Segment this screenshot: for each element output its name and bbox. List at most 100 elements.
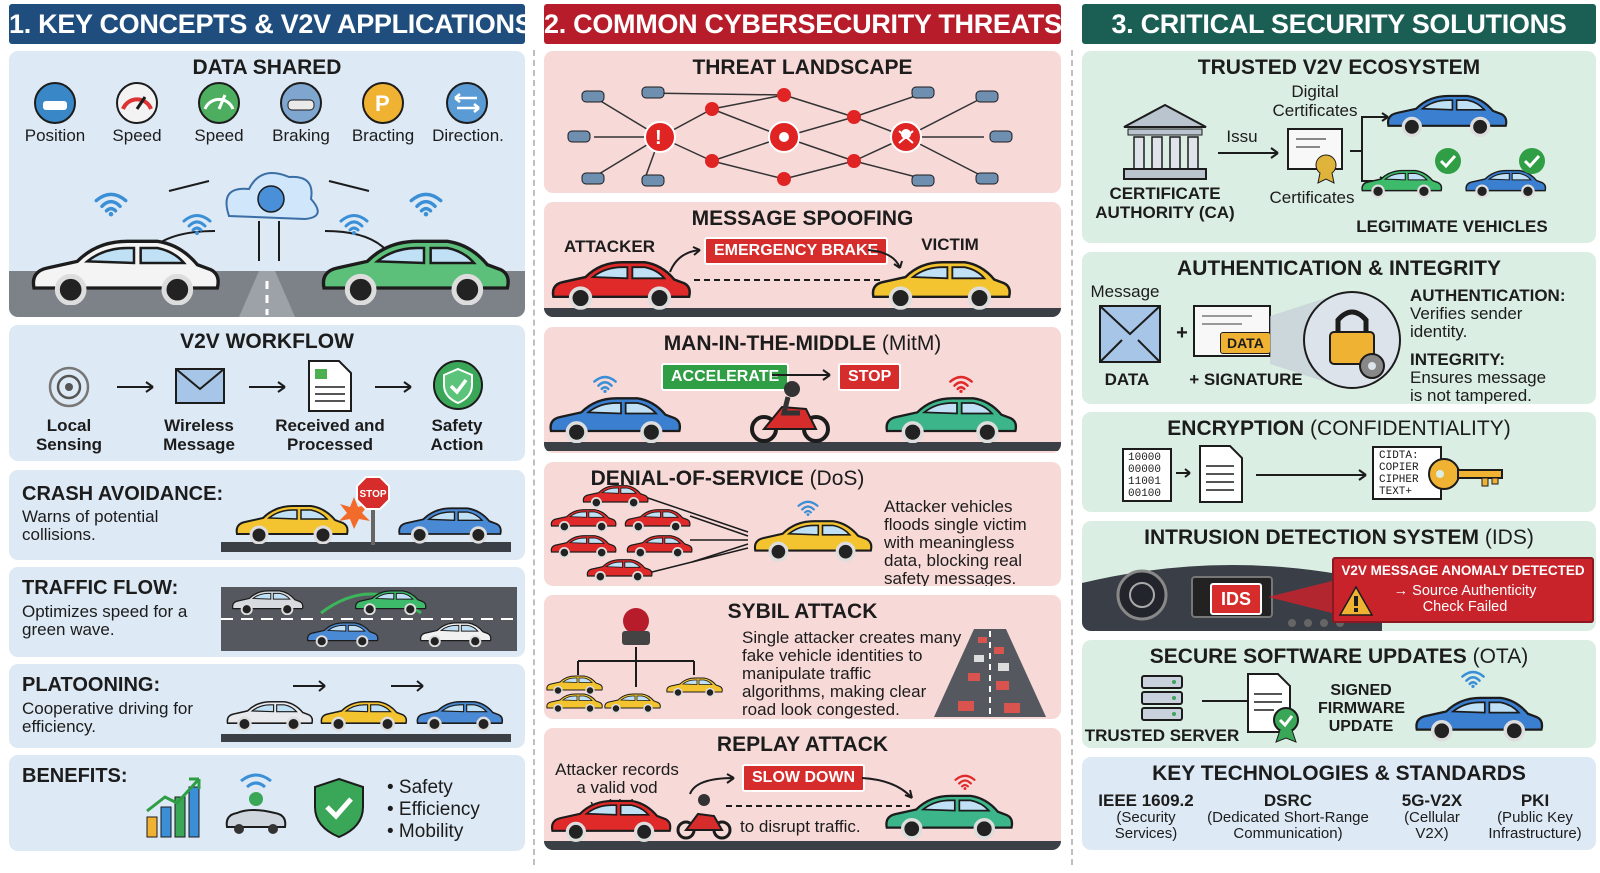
platoon-desc: Cooperative driving for <box>22 699 194 718</box>
tech-desc: (Cellular <box>1404 809 1460 826</box>
data-label-speed: Speed <box>112 126 162 145</box>
road <box>544 442 1061 451</box>
integrity-desc: is not tampered. <box>1410 386 1532 405</box>
traffic-desc: green wave. <box>22 620 115 639</box>
wifi-signal-icon <box>94 191 128 217</box>
data-label-braking: Braking <box>272 126 330 145</box>
data-label-bracting: Bracting <box>351 126 415 145</box>
fake-car <box>602 691 662 713</box>
ids-screen: IDS <box>1210 583 1263 615</box>
ca-label: CERTIFICATE <box>1109 184 1221 203</box>
tech-name: DSRC <box>1263 791 1313 810</box>
alert-detail: → Source Authenticity <box>1393 583 1537 599</box>
blue-car <box>394 502 504 544</box>
panel-title: CRASH AVOIDANCE: <box>22 483 224 505</box>
dos-desc: safety messages. <box>884 569 1017 587</box>
document-icon <box>308 360 352 412</box>
wifi-signal-icon <box>339 213 369 235</box>
blue-car <box>304 619 380 647</box>
attacker-car <box>546 254 694 310</box>
shield-check-icon <box>314 777 364 839</box>
spoof-arrows <box>669 246 903 281</box>
panel-title: AUTHENTICATION & INTEGRITY <box>1177 257 1501 280</box>
green-car <box>880 391 1020 443</box>
arrow-icon <box>1256 469 1367 481</box>
sybil-hacker-diagram <box>577 608 695 687</box>
panel-title: TRAFFIC FLOW: <box>22 577 179 599</box>
signature-label: + SIGNATURE <box>1189 370 1303 389</box>
yellow-car <box>231 500 351 544</box>
wifi-signal-icon <box>796 500 820 516</box>
svg-text:!: ! <box>655 127 662 149</box>
panel-threat-landscape: THREAT LANDSCAPE ! <box>544 51 1061 193</box>
sybil-desc: manipulate traffic <box>742 664 872 683</box>
sybil-desc: algorithms, making clear <box>742 682 927 701</box>
connected-car-icon <box>225 773 287 834</box>
digital-certs-label: Certificates <box>1272 101 1358 120</box>
arrow-icon <box>772 369 831 381</box>
document-icon <box>1199 445 1243 503</box>
dos-desc: data, blocking real <box>884 551 1022 570</box>
attacker-car <box>580 482 650 508</box>
attacker-car <box>548 532 618 558</box>
slow-down-badge: SLOW DOWN <box>742 764 866 792</box>
white-car <box>223 696 315 732</box>
benefit-item: • Mobility <box>387 821 464 842</box>
auth-desc: Verifies sender <box>1410 304 1523 323</box>
motorcycle-icon <box>676 794 732 840</box>
arrow-icon <box>375 381 412 393</box>
tech-desc: Infrastructure) <box>1488 825 1582 842</box>
issu-label: Issu <box>1226 127 1258 146</box>
traffic-desc: Optimizes speed for a <box>22 602 188 621</box>
road <box>544 841 1061 850</box>
victim-label: VICTIM <box>921 235 979 254</box>
signed-firmware-icon <box>1247 673 1299 743</box>
tech-desc: V2X) <box>1415 825 1449 842</box>
parking-icon: P <box>362 82 404 124</box>
panel-man-in-the-middle: MAN-IN-THE-MIDDLE (MitM) ACCELERATE STOP <box>544 327 1061 453</box>
blue-car <box>413 696 505 732</box>
white-car <box>417 619 493 647</box>
signed-label: SIGNED <box>1330 682 1392 699</box>
legit-green-car <box>1358 165 1444 199</box>
panel-key-technologies: KEY TECHNOLOGIES & STANDARDS IEEE 1609.2… <box>1082 757 1596 850</box>
panel-title: BENEFITS: <box>22 765 128 787</box>
growth-chart-icon <box>146 777 201 838</box>
wifi-signal-icon <box>1460 670 1486 688</box>
legit-blue-car <box>1382 89 1510 137</box>
replay-bottom-text: to disrupt traffic. <box>740 817 861 836</box>
wifi-signal-icon <box>409 191 443 217</box>
legit-vehicles-label: LEGITIMATE VEHICLES <box>1356 217 1548 236</box>
column-header-concepts: 1. KEY CONCEPTS & V2V APPLICATIONS <box>9 4 525 44</box>
panel-message-spoofing: MESSAGE SPOOFING ATTACKER VICTIM EMERGEN… <box>544 202 1061 317</box>
arrow-icon <box>117 381 154 393</box>
sensing-icon <box>48 366 90 408</box>
sybil-desc: Single attacker creates many <box>742 628 962 647</box>
panel-title: TRUSTED V2V ECOSYSTEM <box>1197 56 1481 79</box>
tech-name: IEEE 1609.2 <box>1098 791 1194 810</box>
wifi-signal-icon <box>954 774 976 790</box>
attacker-car <box>548 506 618 532</box>
integrity-title: INTEGRITY: <box>1410 350 1506 369</box>
auth-title: AUTHENTICATION: <box>1410 286 1566 305</box>
stop-sign-text: STOP <box>359 489 387 500</box>
data-tag: DATA <box>1220 332 1271 354</box>
padlock-magnifier-icon <box>1270 291 1401 389</box>
panel-title: PLATOONING: <box>22 674 161 696</box>
green-car <box>880 788 1016 840</box>
tech-name: 5G-V2X <box>1401 791 1463 810</box>
panel-title: SECURE SOFTWARE UPDATES (OTA) <box>1149 645 1529 668</box>
signed-label: FIRMWARE <box>1318 700 1406 717</box>
white-car <box>24 231 224 305</box>
data-label-speed-2: Speed <box>194 126 244 145</box>
congested-road-icon <box>934 629 1046 717</box>
collision-burst-icon <box>339 497 370 529</box>
road <box>544 308 1061 317</box>
fake-car <box>544 691 604 713</box>
